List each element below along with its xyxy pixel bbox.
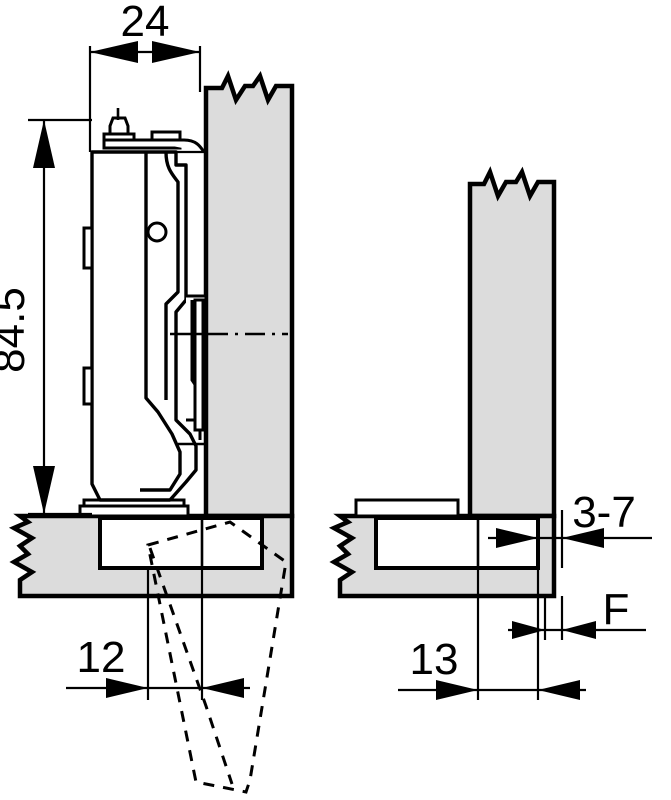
hinge-arm-shoulder-left [164,151,180,400]
dim-F-arrow-left [512,621,545,639]
hinge-side-tab-upper-left [82,226,94,270]
dimension-3-7: 3-7 [488,488,652,568]
hinge-cam-screw-head-left [108,116,130,136]
dim-845-arrow-bottom [33,466,55,514]
hinge-cup-pin-left [193,298,205,432]
dim-12-arrow-right [202,678,244,698]
dim-13-label: 13 [410,635,459,684]
door-panel-left [203,70,295,519]
dimension-24: 24 [88,0,202,152]
dimension-13: 13 [398,568,586,700]
dim-13-arrow-left [436,680,478,700]
dim-84-5-label: 84.5 [0,287,34,373]
dimension-12: 12 [66,568,250,700]
dim-24-arrow-right [152,41,200,63]
mounting-plate-recess-left [98,516,264,570]
hinge-arm-inner-contour-left [140,152,182,492]
dim-37-arrow-left [496,528,538,548]
opened-door-outline [146,520,288,794]
hinge-pivot-hole-left [146,221,168,243]
left-view-group [8,70,295,794]
dim-12-arrow-left [106,678,148,698]
dim-37-arrow-right [562,528,604,548]
dim-24-label: 24 [121,0,170,46]
dimension-84-5: 84.5 [0,118,92,516]
dim-13-arrow-right [538,680,580,700]
dim-3-7-label: 3-7 [572,488,636,537]
dim-F-arrow-right [562,621,596,639]
mounting-plate-right [354,498,460,518]
dim-12-label: 12 [77,633,126,682]
hinge-side-tab-lower-left [82,366,94,406]
dim-24-arrow-left [90,41,138,63]
dimension-F: F [508,585,646,640]
dim-F-label: F [603,585,630,634]
opened-door-inner-outline [148,547,234,785]
hinge-cam-link-left [140,138,206,153]
dim-845-arrow-top [33,120,55,168]
door-panel-right [467,166,557,519]
